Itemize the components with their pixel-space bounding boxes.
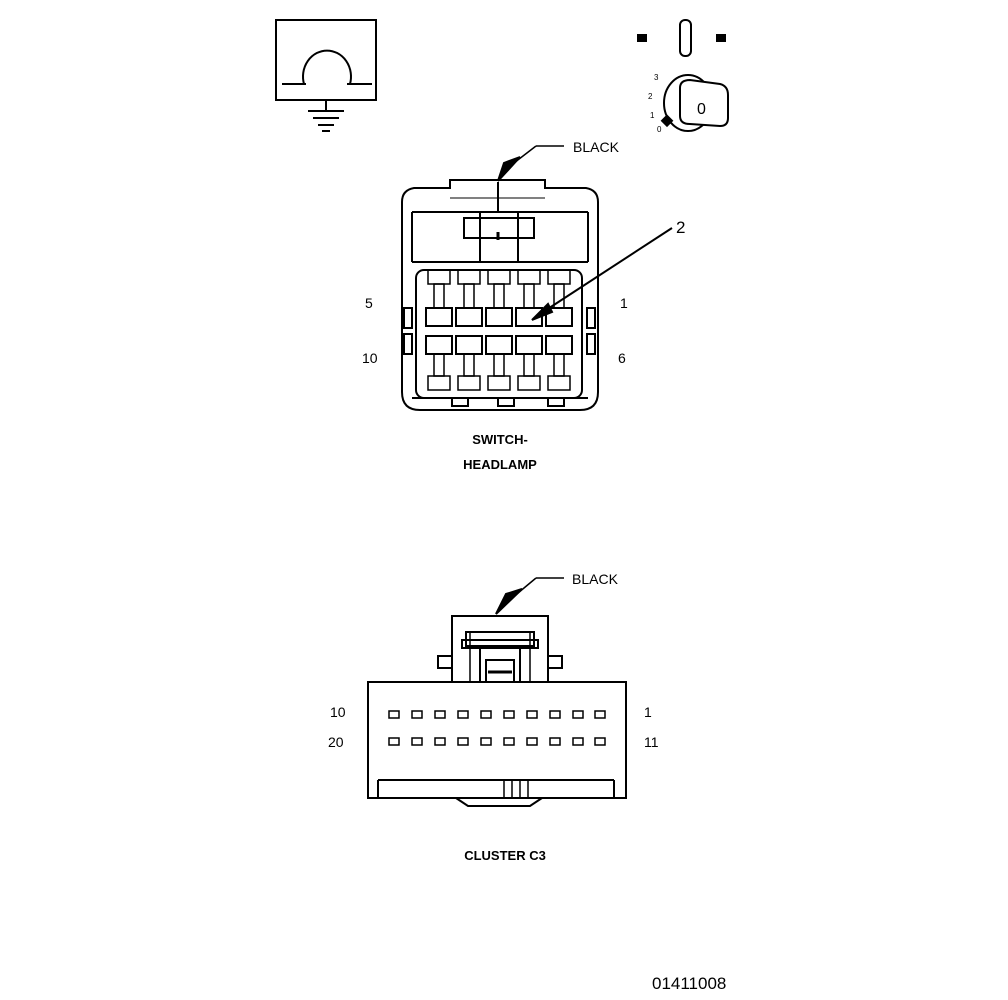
- cluster-color-label: BLACK: [572, 571, 619, 587]
- ohmmeter-ground-icon: [275, 19, 377, 132]
- ignition-position-0: 0: [657, 125, 662, 134]
- figure-number: 01411008: [652, 974, 726, 993]
- ignition-key-label: 0: [697, 101, 706, 118]
- ignition-position-2: 2: [648, 92, 653, 101]
- headlamp-pin-10: 10: [362, 350, 378, 366]
- ignition-position-3: 3: [654, 73, 659, 82]
- headlamp-pin-5: 5: [365, 295, 373, 311]
- headlamp-callout-number: 2: [676, 218, 685, 237]
- ignition-position-1: 1: [650, 111, 655, 120]
- headlamp-switch-connector: [401, 145, 673, 411]
- headlamp-pin-1: 1: [620, 295, 628, 311]
- headlamp-color-label: BLACK: [573, 139, 620, 155]
- cluster-pin-1: 1: [644, 704, 652, 720]
- headlamp-caption-line1: SWITCH-: [472, 432, 528, 447]
- cluster-caption: CLUSTER C3: [464, 848, 546, 863]
- cluster-pin-11: 11: [644, 734, 659, 750]
- ignition-key-icon: 3 2 1 0 0: [637, 19, 729, 134]
- cluster-pin-10: 10: [330, 704, 346, 720]
- cluster-pin-20: 20: [328, 734, 344, 750]
- cluster-c3-connector: [367, 577, 627, 807]
- headlamp-caption-line2: HEADLAMP: [463, 457, 537, 472]
- headlamp-pin-6: 6: [618, 350, 626, 366]
